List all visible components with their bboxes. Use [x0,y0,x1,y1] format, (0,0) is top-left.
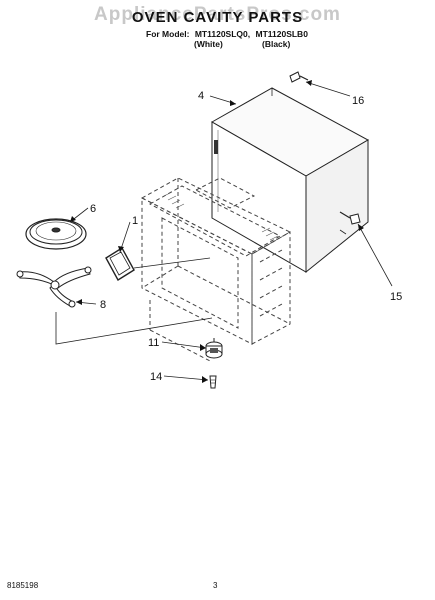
cabinet-wrapper [210,87,370,274]
waveguide-leader [133,257,211,269]
callout-1: 1 [132,215,138,227]
waveguide-cover [105,247,135,281]
callout-15: 15 [390,291,402,303]
side-screw [339,211,361,225]
variant-black: (Black) [262,39,291,49]
page-number: 3 [213,581,218,590]
model-number-1: MT1120SLQ0, [194,29,251,39]
motor-screw [209,375,217,389]
document-number: 8185198 [7,581,39,590]
model-line: For Model: MT1120SLQ0, MT1120SLB0 [146,29,311,39]
callout-4: 4 [198,90,204,102]
turntable-support [16,266,92,308]
callout-11: 11 [148,337,159,349]
callout-8: 8 [100,299,106,311]
variant-white: (White) [194,39,223,49]
model-number-2: MT1120SLB0 [255,29,308,39]
turntable-motor [205,338,223,359]
model-prefix: For Model: [146,29,190,39]
page-title: OVEN CAVITY PARTS [131,9,304,26]
callout-6: 6 [90,203,96,215]
cavity-vents [163,191,279,241]
top-screw [289,71,309,83]
callout-16: 16 [352,95,364,107]
turntable-tray [25,218,87,250]
watermark: AppliancePartsPros.com [94,4,341,25]
callout-leaders [69,80,393,383]
turntable-bracket-line [55,312,213,345]
callout-14: 14 [150,371,162,383]
